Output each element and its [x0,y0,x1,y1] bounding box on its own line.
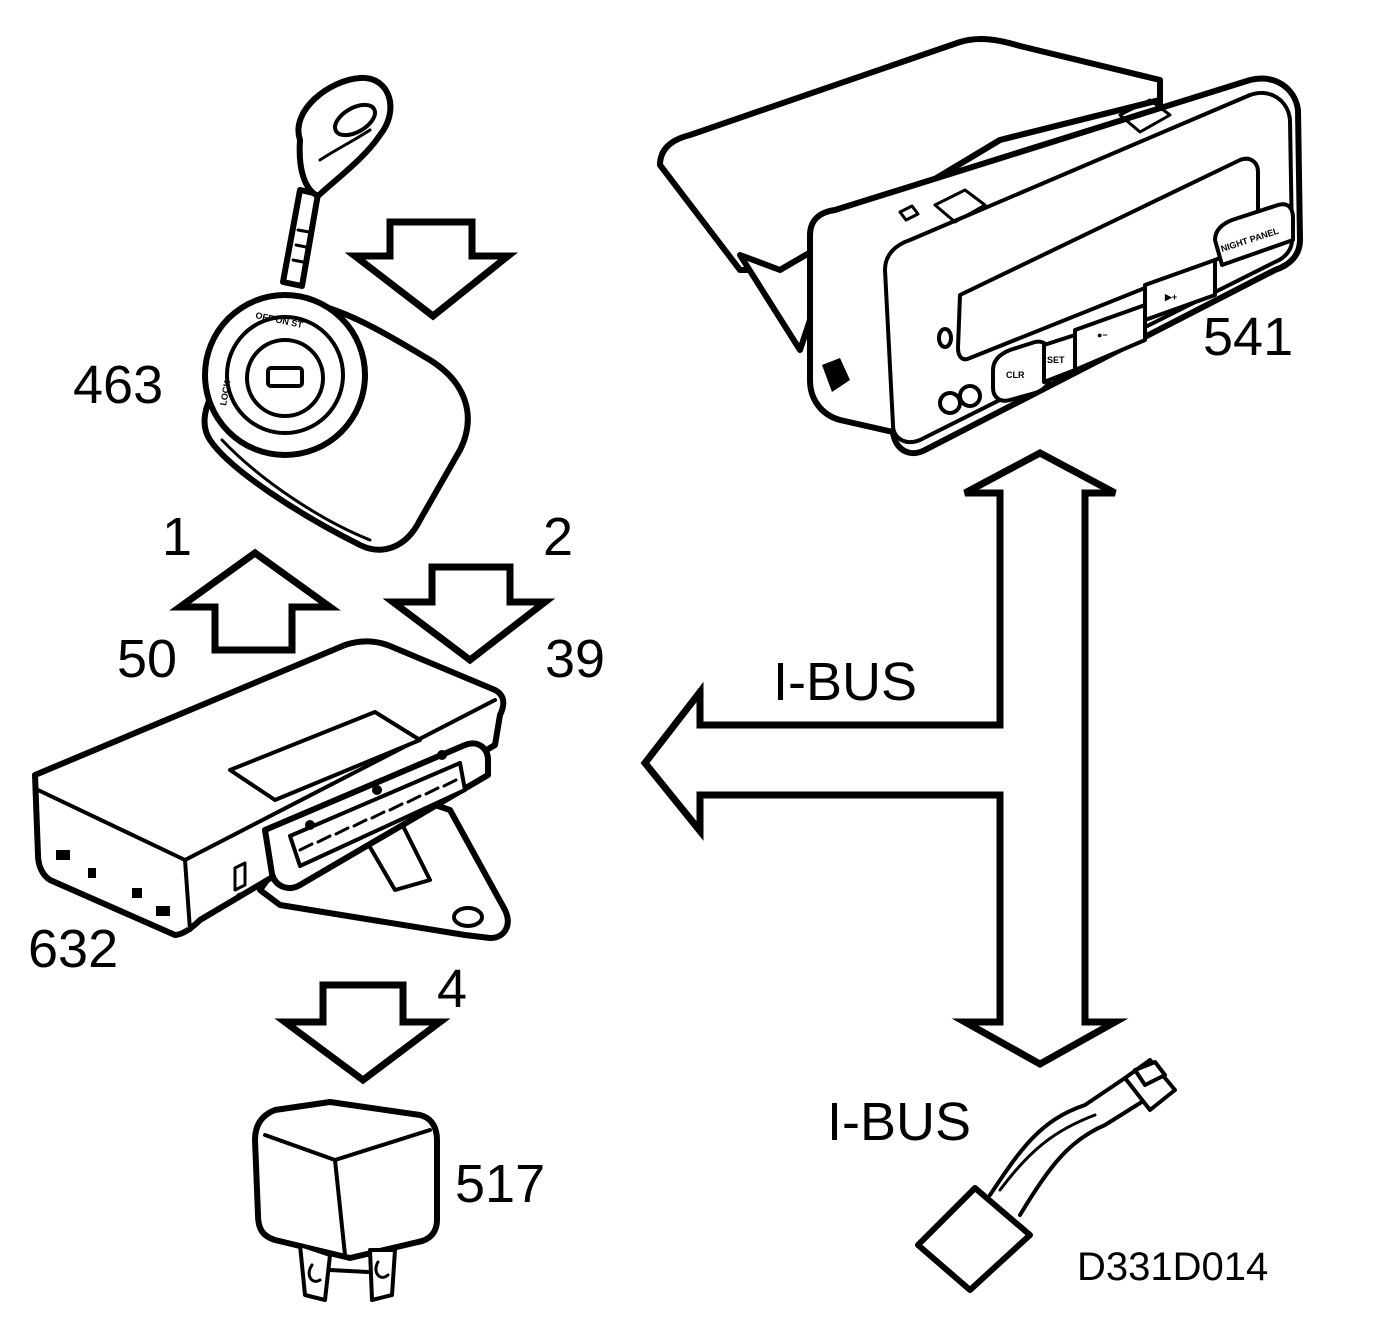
label-relay: 517 [455,1154,545,1214]
arrow-signal-2-down [382,563,556,665]
key-drawing [280,74,394,289]
display-plus-button-label: ▶+ [1164,292,1177,302]
ignition-switch-drawing: LOCK OFF ON ST [201,292,471,553]
label-signal-4: 4 [437,959,467,1019]
arrow-signal-1-up [169,548,341,654]
display-set-button-label: SET [1047,355,1065,365]
label-signal-2: 2 [543,507,573,567]
label-control-module: 632 [28,919,118,979]
label-i-bus-lower: I-BUS [827,1092,971,1152]
label-i-bus-upper: I-BUS [773,652,917,712]
label-drawing-code: D331D014 [1077,1245,1268,1289]
arrow-signal-4-to-relay [274,981,451,1085]
bus-connector-drawing [915,1058,1177,1293]
switch-lock-marking: LOCK [218,379,232,406]
arrow-key-to-switch [344,218,518,321]
label-info-display: 541 [1203,307,1293,367]
relay-drawing [252,1099,440,1302]
label-pin-39: 39 [545,629,605,689]
label-ignition-switch: 463 [73,355,163,415]
label-signal-1: 1 [162,507,192,567]
control-module-drawing [32,638,511,941]
display-clr-button-label: CLR [1006,370,1025,380]
display-minus-button-label: ●− [1097,330,1108,340]
arrow-i-bus [640,449,1129,1069]
label-pin-50: 50 [117,629,177,689]
info-display-drawing: CLR SET ●− ▶+ NIGHT PANEL [657,36,1303,457]
